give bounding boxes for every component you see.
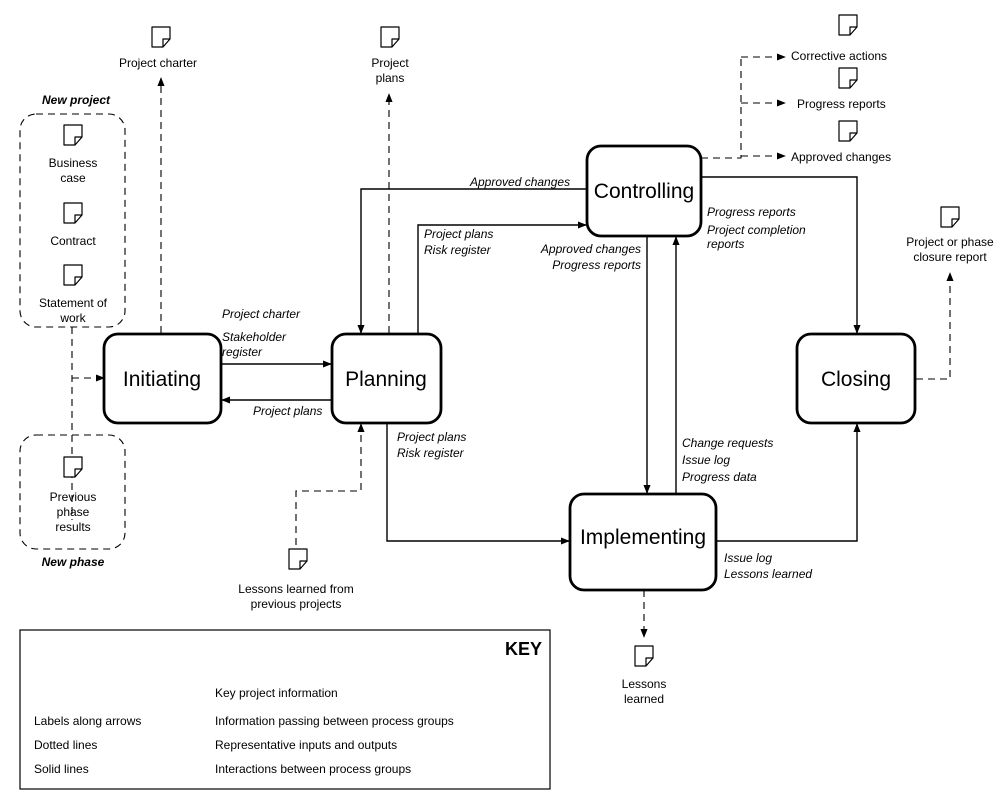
closing-label: Closing: [821, 368, 891, 391]
closure-report-label: Project or phase: [906, 235, 994, 249]
document-icon: [838, 67, 858, 89]
process-implementing: Implementing: [568, 492, 718, 592]
ctrl-to-plan-label: Approved changes: [469, 175, 570, 189]
lessons-learned-label: Lessons: [622, 677, 667, 691]
document-icon: [940, 206, 960, 228]
legend-key: KEY Key project information Labels along…: [19, 629, 551, 790]
dashed-connectors: [71, 53, 954, 638]
svg-text:work: work: [59, 311, 86, 325]
svg-text:learned: learned: [624, 692, 664, 706]
new-phase-title: New phase: [42, 555, 105, 569]
key-term-labels: Labels along arrows: [34, 714, 141, 728]
plan-to-ctrl-label: Project plans: [424, 227, 493, 241]
process-planning: Planning: [330, 332, 443, 425]
document-icon: [63, 264, 83, 286]
svg-text:Progress data: Progress data: [682, 470, 757, 484]
key-term-dotted: Dotted lines: [34, 738, 97, 752]
svg-text:case: case: [60, 171, 86, 185]
new-phase-group: [19, 434, 126, 550]
contract-label: Contract: [50, 234, 96, 248]
implementing-label: Implementing: [580, 526, 706, 549]
dash-lessons-to-plan: [295, 423, 365, 545]
init-to-plan-label: Project charter: [222, 307, 301, 321]
key-meaning-dotted: Representative inputs and outputs: [215, 738, 397, 752]
svg-text:reports: reports: [707, 237, 744, 251]
key-title: KEY: [505, 639, 542, 659]
svg-text:Issue log: Issue log: [682, 453, 730, 467]
svg-text:Stakeholder: Stakeholder: [222, 330, 287, 344]
plan-to-impl-label: Project plans: [397, 430, 466, 444]
svg-text:previous projects: previous projects: [251, 597, 342, 611]
impl-to-ctrl-label: Change requests: [682, 436, 773, 450]
svg-text:register: register: [222, 345, 263, 359]
corrective-actions-label: Corrective actions: [791, 49, 887, 63]
process-initiating: Initiating: [102, 332, 223, 425]
ctrl-to-close-label: Progress reports: [707, 205, 796, 219]
controlling-label: Controlling: [594, 180, 694, 203]
plan-to-init-label: Project plans: [253, 404, 322, 418]
arrow-plan-to-impl: [386, 423, 570, 545]
svg-text:results: results: [55, 520, 90, 534]
document-icon: [634, 645, 654, 667]
arrow-plan-to-ctrl: [417, 221, 587, 333]
arrow-impl-to-close: [716, 423, 861, 542]
impl-to-close-label: Issue log: [724, 551, 772, 565]
dash-ctrl-outputs: [701, 57, 742, 159]
svg-text:Risk register: Risk register: [397, 446, 465, 460]
arrow-labels: Project charter Stakeholder register Pro…: [222, 175, 812, 581]
lessons-from-previous-label: Lessons learned from: [238, 582, 353, 596]
process-closing: Closing: [795, 332, 917, 425]
document-icon: [63, 124, 83, 146]
statement-of-work-label: Statement of: [39, 296, 108, 310]
progress-reports-label: Progress reports: [797, 97, 886, 111]
document-icon: [63, 456, 83, 478]
document-icon: [380, 26, 400, 48]
document-icon: [838, 120, 858, 142]
document-icon: [151, 26, 171, 48]
key-meaning-document: Key project information: [215, 686, 338, 700]
svg-text:phase: phase: [57, 505, 90, 519]
key-meaning-solid: Interactions between process groups: [215, 762, 411, 776]
previous-phase-results-label: Previous: [50, 490, 97, 504]
key-term-solid: Solid lines: [34, 762, 89, 776]
svg-text:Project completion: Project completion: [707, 223, 806, 237]
svg-text:closure report: closure report: [913, 250, 987, 264]
business-case-label: Business: [49, 156, 98, 170]
svg-text:plans: plans: [376, 71, 405, 85]
solid-connectors: [221, 176, 861, 545]
new-project-title: New project: [42, 93, 111, 107]
document-icon: [288, 548, 308, 570]
dash-close-to-report: [916, 272, 954, 380]
project-plans-label: Project: [371, 56, 409, 70]
key-meaning-labels: Information passing between process grou…: [215, 714, 454, 728]
arrow-ctrl-to-close: [701, 176, 861, 334]
arrow-ctrl-to-plan: [357, 188, 586, 334]
document-icon: [63, 202, 83, 224]
svg-text:Risk register: Risk register: [424, 243, 492, 257]
planning-label: Planning: [345, 368, 427, 391]
project-charter-label: Project charter: [119, 56, 197, 70]
initiating-label: Initiating: [123, 368, 201, 391]
svg-text:Progress reports: Progress reports: [552, 258, 641, 272]
document-icon: [838, 14, 858, 36]
process-controlling: Controlling: [585, 144, 703, 238]
svg-text:Lessons learned: Lessons learned: [724, 567, 812, 581]
approved-changes-label: Approved changes: [791, 150, 891, 164]
new-project-group: [19, 113, 126, 328]
ctrl-to-impl-label: Approved changes: [540, 242, 641, 256]
